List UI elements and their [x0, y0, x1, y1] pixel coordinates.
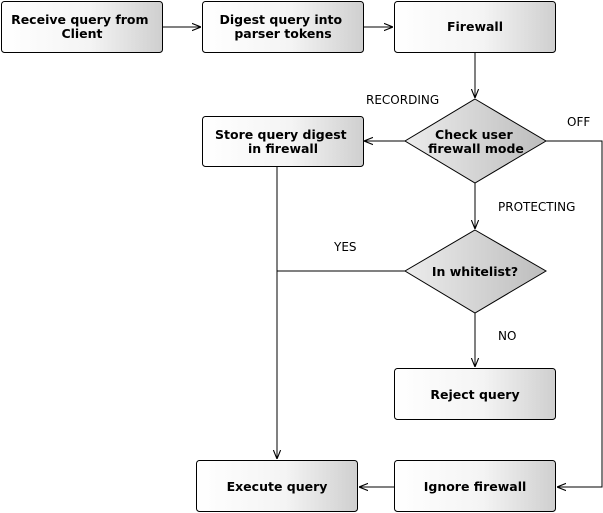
node-reject-query: Reject query — [394, 368, 556, 420]
node-check-mode: Check user firewall mode — [404, 98, 547, 184]
node-label: Digest query into parser tokens — [220, 12, 347, 41]
edge-label-no: NO — [498, 329, 516, 343]
node-label: Store query digest in firewall — [215, 127, 351, 156]
node-execute-query: Execute query — [196, 460, 358, 512]
node-in-whitelist: In whitelist? — [404, 229, 547, 314]
node-ignore-firewall: Ignore firewall — [394, 460, 556, 512]
edge-label-recording: RECORDING — [366, 93, 439, 107]
node-label: Check user firewall mode — [428, 127, 524, 156]
node-label: Receive query from Client — [11, 12, 153, 41]
node-label: Reject query — [430, 387, 519, 402]
edge-off — [546, 140, 603, 487]
node-receive-query: Receive query from Client — [1, 1, 163, 53]
node-store-digest: Store query digest in firewall — [202, 116, 364, 167]
edges — [163, 27, 603, 487]
node-label: Ignore firewall — [424, 479, 527, 494]
edge-label-off: OFF — [567, 115, 590, 129]
node-label: In whitelist? — [432, 264, 518, 279]
node-label: Execute query — [227, 479, 328, 494]
node-digest-query: Digest query into parser tokens — [202, 1, 364, 53]
node-label: Firewall — [447, 19, 503, 34]
node-firewall: Firewall — [394, 1, 556, 53]
edge-label-protecting: PROTECTING — [498, 200, 575, 214]
edge-label-yes: YES — [333, 240, 357, 254]
